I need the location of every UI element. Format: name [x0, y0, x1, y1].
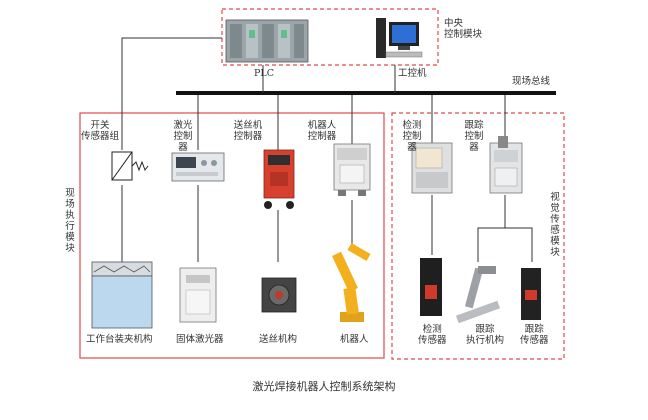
- ipc-label: 工控机: [398, 68, 427, 79]
- robot-label: 机器人: [340, 334, 369, 345]
- tracking-sensor-icon: [521, 268, 541, 320]
- robot-controller-icon: [333, 143, 371, 196]
- field-module-title: 现场执行模块: [65, 188, 75, 254]
- solid-laser-label: 固体激光器: [176, 334, 224, 345]
- robot-controller-label: 机器人 控制器: [307, 120, 337, 142]
- connection-lines: [121, 37, 533, 262]
- robot-icon: [332, 243, 371, 322]
- detection-sensor-icon: [420, 258, 442, 316]
- tracking-actuator-icon: [455, 266, 501, 324]
- field-module-frame: [79, 112, 385, 359]
- field-bus: [176, 91, 556, 95]
- worktable-clamp-label: 工作台装夹机构: [86, 334, 153, 345]
- industrial-pc-icon: [376, 18, 423, 58]
- plc-icon: [225, 19, 309, 63]
- wire-feeder-icon: [261, 277, 297, 313]
- switch-sensor-icon: [111, 151, 149, 181]
- tracking-actuator-label: 跟踪 执行机构: [466, 324, 505, 346]
- wire-feeder-controller-label: 送丝机 控制器: [233, 120, 263, 142]
- wire-feeder-label: 送丝机构: [259, 334, 298, 345]
- laser-controller-icon: [171, 152, 225, 182]
- tracking-controller-icon: [489, 136, 523, 194]
- wire-feeder-controller-icon: [263, 149, 295, 209]
- switch-sensor-label: 开关 传感器组: [80, 120, 119, 142]
- solid-laser-icon: [179, 267, 217, 323]
- detection-controller-label: 检测 控制器: [402, 120, 422, 153]
- field-bus-label: 现场总线: [512, 76, 551, 87]
- central-module-frame: [221, 8, 439, 66]
- worktable-clamp-icon: [91, 261, 153, 329]
- detection-sensor-label: 检测 传感器: [418, 324, 447, 346]
- central-module-title: 中央 控制模块: [444, 18, 483, 40]
- plc-label: PLC: [254, 68, 274, 79]
- detection-controller-icon: [411, 142, 453, 194]
- tracking-sensor-label: 跟踪 传感器: [520, 324, 549, 346]
- laser-controller-label: 激光 控制器: [173, 120, 193, 153]
- figure-caption: 激光焊接机器人控制系统架构: [252, 380, 396, 393]
- vision-module-frame: [391, 112, 565, 360]
- tracking-controller-label: 跟踪 控制器: [464, 120, 484, 153]
- vision-module-title: 视觉传感模块: [550, 192, 560, 258]
